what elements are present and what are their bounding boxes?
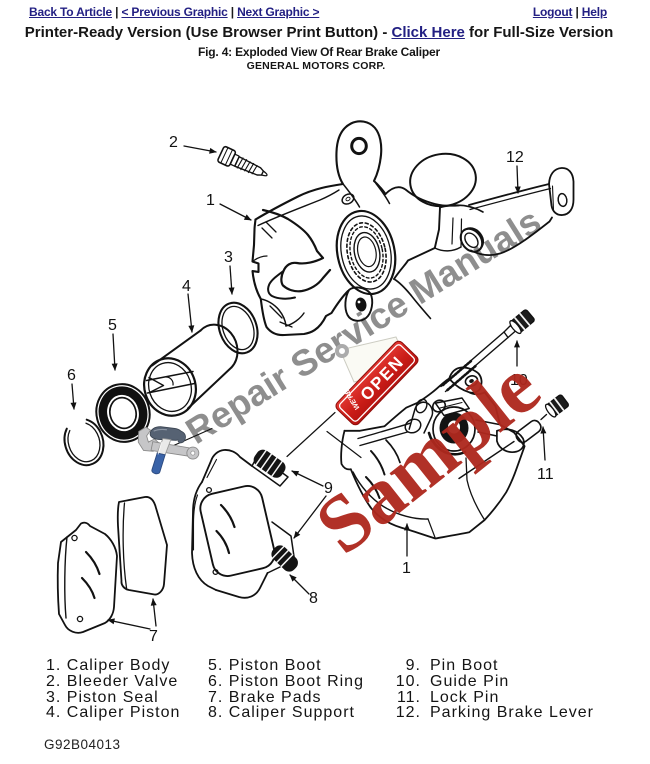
svg-text:4: 4 — [182, 278, 191, 295]
svg-text:12: 12 — [506, 149, 524, 166]
svg-text:3: 3 — [224, 249, 233, 266]
svg-text:5: 5 — [108, 317, 117, 334]
svg-text:9: 9 — [324, 480, 333, 497]
svg-text:11: 11 — [537, 466, 554, 483]
svg-text:6: 6 — [67, 367, 76, 384]
svg-text:10: 10 — [510, 372, 528, 389]
svg-text:7: 7 — [149, 628, 158, 645]
svg-text:8: 8 — [309, 590, 318, 607]
svg-text:2: 2 — [169, 134, 178, 151]
svg-text:1: 1 — [206, 192, 215, 209]
svg-text:1: 1 — [402, 560, 411, 577]
